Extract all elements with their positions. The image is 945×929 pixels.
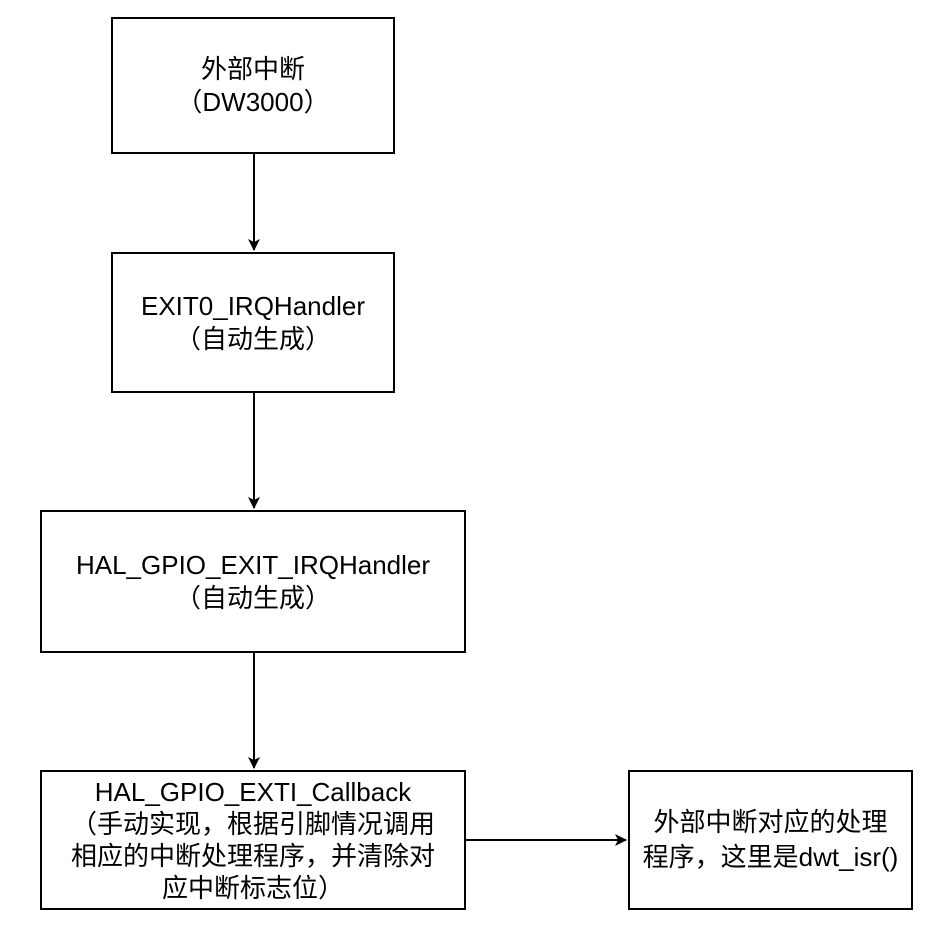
hal-gpio-exti-irq-handler-node: HAL_GPIO_EXIT_IRQHandler （自动生成）: [40, 510, 466, 653]
interrupt-handler-node: 外部中断对应的处理 程序，这里是dwt_isr(): [628, 770, 913, 910]
exti0-irq-handler-label: EXIT0_IRQHandler （自动生成）: [141, 290, 365, 354]
hal-gpio-exti-irq-handler-label: HAL_GPIO_EXIT_IRQHandler （自动生成）: [75, 549, 431, 613]
interrupt-handler-label: 外部中断对应的处理 程序，这里是dwt_isr(): [642, 807, 899, 872]
exti0-irq-handler-node: EXIT0_IRQHandler （自动生成）: [111, 252, 395, 393]
external-interrupt-label: 外部中断 （DW3000）: [176, 53, 330, 117]
hal-gpio-exti-callback-label: HAL_GPIO_EXTI_Callback （手动实现，根据引脚情况调用 相应…: [70, 777, 435, 903]
hal-gpio-exti-callback-node: HAL_GPIO_EXTI_Callback （手动实现，根据引脚情况调用 相应…: [40, 770, 466, 910]
external-interrupt-node: 外部中断 （DW3000）: [111, 17, 395, 154]
